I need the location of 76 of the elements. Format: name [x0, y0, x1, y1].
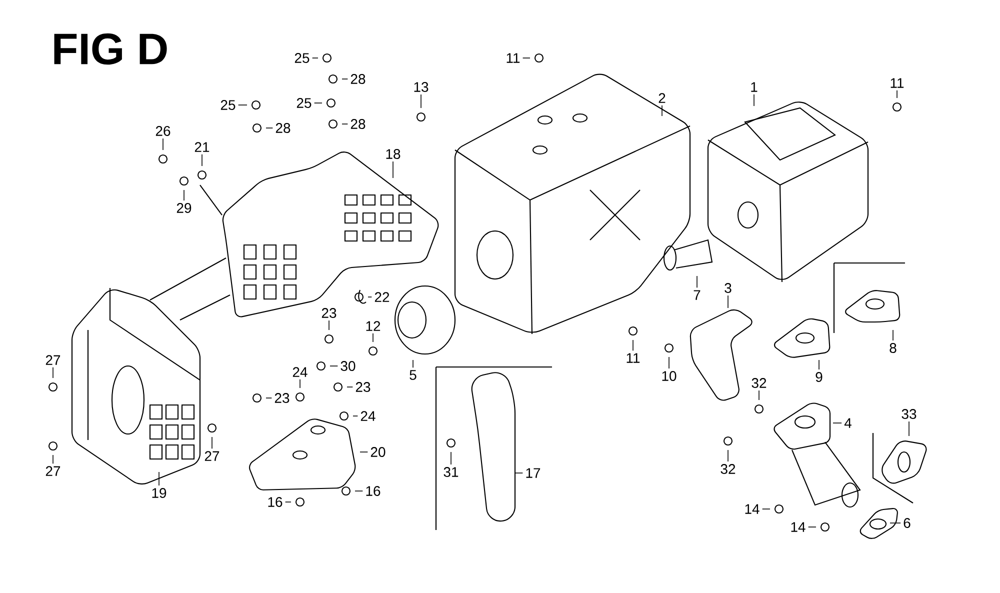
callout-number: 24 [360, 411, 376, 421]
leader-line [890, 522, 901, 524]
leader-line [832, 422, 842, 424]
leader-line [372, 333, 374, 342]
leader-line [632, 340, 634, 352]
callout-number: 25 [296, 98, 312, 108]
leader-line [368, 296, 372, 298]
callout-number: 31 [444, 467, 458, 477]
callout-number: 25 [220, 100, 236, 110]
callout-number: 11 [626, 353, 640, 363]
leader-line [314, 102, 322, 104]
leader-line [342, 78, 348, 80]
leader-line [818, 360, 820, 370]
callout-number: 27 [46, 466, 60, 476]
callout-number: 30 [340, 361, 356, 371]
leader-line [420, 94, 422, 108]
callout-number: 10 [662, 371, 676, 381]
leader-line [392, 161, 394, 178]
callout-number: 1 [751, 82, 758, 92]
leader-line [52, 367, 54, 378]
callout-number: 7 [694, 290, 700, 300]
callout-number: 14 [791, 522, 806, 532]
callout-number: 13 [414, 82, 428, 92]
callout-number: 4 [844, 418, 852, 428]
figure-title: FIG D [54, 33, 167, 65]
leader-line [668, 356, 670, 369]
callout-number: 18 [386, 149, 400, 159]
callout-number: 27 [46, 355, 60, 365]
leader-line [450, 452, 452, 465]
callout-number: 19 [152, 488, 166, 498]
callout-number: 32 [752, 378, 766, 388]
leader-line [908, 421, 910, 436]
callout-number: 14 [745, 504, 760, 514]
leader-line [238, 104, 248, 106]
callout-number: 33 [902, 409, 916, 419]
callout-number: 23 [274, 393, 290, 403]
callout-number: 20 [370, 447, 386, 457]
leader-line [896, 90, 898, 98]
callout-number: 11 [506, 53, 520, 63]
leader-line [762, 508, 770, 510]
leader-line [158, 472, 160, 486]
callout-number: 22 [374, 292, 390, 302]
leader-line [412, 360, 414, 368]
callout-number: 23 [356, 382, 370, 392]
callout-number: 28 [350, 74, 366, 84]
callout-number: 26 [156, 126, 170, 136]
callout-number: 9 [816, 372, 822, 382]
callout-number: 8 [890, 343, 896, 353]
callout-number: 6 [904, 518, 910, 528]
callout-number: 24 [292, 367, 308, 377]
callout-number: 27 [204, 451, 220, 461]
leader-line [162, 138, 164, 150]
callout-number: 25 [294, 53, 310, 63]
callout-number: 16 [366, 486, 380, 496]
callout-number: 12 [366, 321, 380, 331]
leader-line [696, 276, 698, 288]
leader-line [758, 390, 760, 400]
callout-number: 29 [176, 203, 192, 213]
leader-line [808, 526, 816, 528]
callout-number: 17 [526, 468, 540, 478]
callout-number: 3 [724, 283, 732, 293]
callout-number: 21 [194, 142, 210, 152]
leader-line [892, 330, 894, 341]
callout-number: 5 [410, 370, 416, 380]
leader-line [328, 320, 330, 330]
callout-number: 11 [890, 78, 904, 88]
callout-number: 32 [720, 464, 736, 474]
callout-number: 16 [268, 497, 282, 507]
callout-number: 23 [322, 308, 336, 318]
leader-line [514, 472, 524, 474]
leader-line [354, 490, 364, 492]
leader-line [52, 454, 54, 464]
leader-line [346, 386, 354, 388]
callout-number: 28 [276, 123, 290, 133]
callout-number: 28 [350, 119, 366, 129]
callout-number: 2 [658, 93, 666, 103]
